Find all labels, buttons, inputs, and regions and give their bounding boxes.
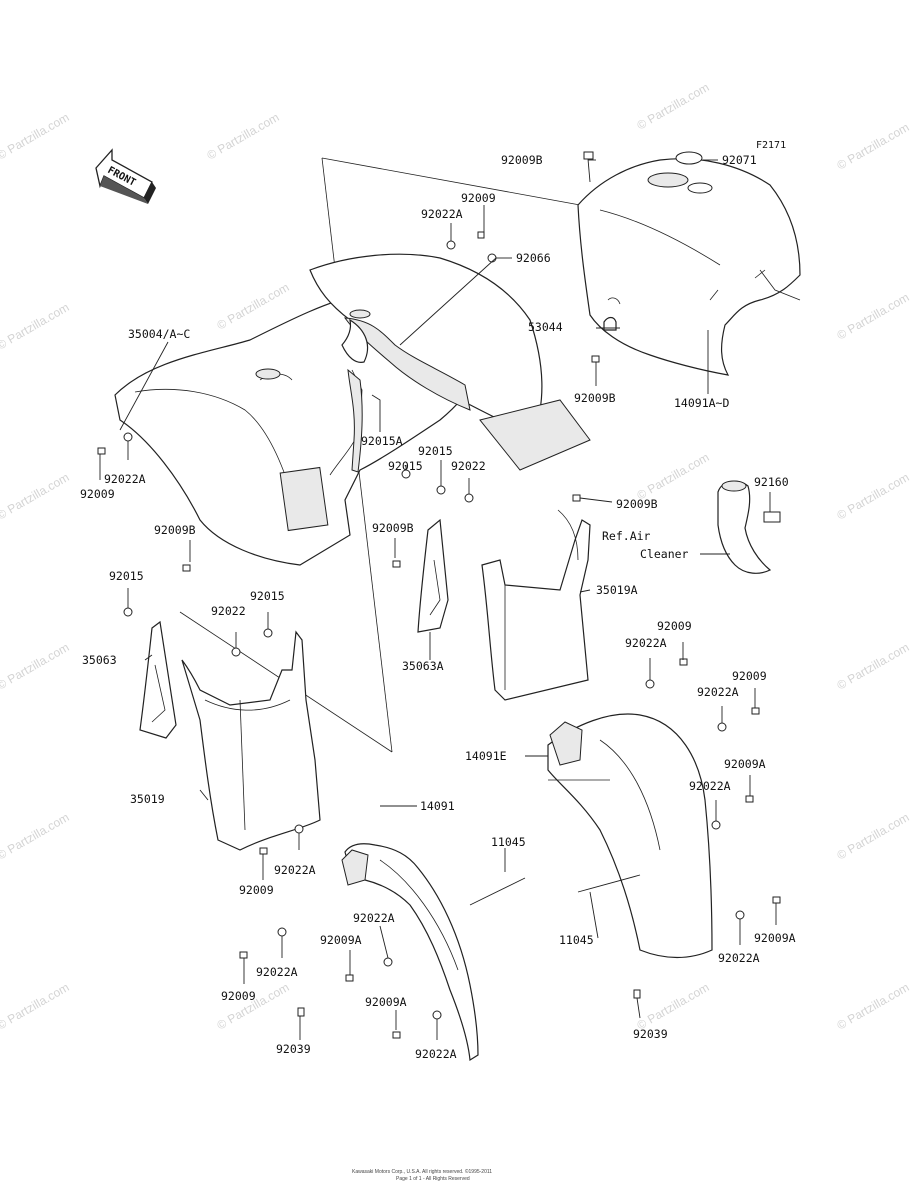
part-label: 92039	[633, 1027, 668, 1041]
watermark: © Partzilla.com	[0, 980, 72, 1033]
watermark: © Partzilla.com	[205, 110, 282, 163]
stay-11045-top	[469, 877, 526, 906]
ref-label: Cleaner	[640, 547, 689, 561]
part-label: 35063A	[402, 659, 444, 673]
watermark: © Partzilla.com	[835, 810, 912, 863]
part-label: 14091	[420, 799, 455, 813]
watermark: © Partzilla.com	[0, 810, 72, 863]
part-label: 11045	[491, 835, 526, 849]
part-label: 92022A	[625, 636, 667, 650]
part-label: 92022A	[415, 1047, 457, 1061]
watermark: © Partzilla.com	[215, 980, 292, 1033]
part-label: 14091E	[465, 749, 507, 763]
part-label: 92015	[250, 589, 285, 603]
rear-fender-35004	[114, 294, 475, 566]
part-label: 35063	[82, 653, 117, 667]
tank-cover-14091A-D	[577, 158, 801, 376]
ref-label: Ref.Air	[602, 529, 651, 543]
part-label: 92015	[418, 444, 453, 458]
part-label: 92009B	[154, 523, 196, 537]
part-label: 92009A	[754, 931, 796, 945]
part-label: 92022A	[697, 685, 739, 699]
rear-fender-upper	[309, 253, 591, 471]
part-label: 92022A	[421, 207, 463, 221]
part-label: 35019A	[596, 583, 638, 597]
part-label: 92009B	[372, 521, 414, 535]
part-label: 92022A	[689, 779, 731, 793]
part-label: 92066	[516, 251, 551, 265]
watermark: © Partzilla.com	[635, 450, 712, 503]
part-label: 92022	[451, 459, 486, 473]
side-fender-14091E	[547, 713, 713, 959]
guard-35063A	[417, 518, 449, 633]
splash-guard-35019	[181, 630, 321, 851]
stay-92015A	[347, 368, 363, 473]
part-label: 92009	[80, 487, 115, 501]
part-label: 92009	[657, 619, 692, 633]
part-label: 92015A	[361, 434, 403, 448]
front-arrow-icon: FRONT	[95, 148, 156, 204]
clip-53044-icon	[603, 316, 617, 331]
watermark: © Partzilla.com	[635, 80, 712, 133]
part-label: 92022A	[256, 965, 298, 979]
watermark: © Partzilla.com	[835, 640, 912, 693]
part-label: 92160	[754, 475, 789, 489]
part-label: 92022	[211, 604, 246, 618]
part-label: 92009B	[574, 391, 616, 405]
watermark: © Partzilla.com	[0, 300, 72, 353]
air-cleaner-duct	[717, 480, 781, 574]
stay-11045-right	[577, 874, 641, 893]
part-label: 92009B	[616, 497, 658, 511]
part-label: 92022A	[353, 911, 395, 925]
leader-lines	[99, 159, 777, 1040]
figure-code: F2171	[756, 140, 786, 151]
fender-cap-icon	[255, 368, 281, 380]
splash-guard-35019A	[481, 509, 591, 701]
part-label: 53044	[528, 320, 563, 334]
part-label: 35004/A~C	[128, 327, 190, 341]
grommet-92071-icon	[675, 151, 703, 165]
part-label: 92009	[732, 669, 767, 683]
pad-92160-icon	[763, 511, 781, 523]
part-label: 92009B	[501, 153, 543, 167]
tank-opening-icon	[647, 172, 689, 188]
inner-fender-14091	[341, 843, 479, 1062]
part-label: 14091A~D	[674, 396, 729, 410]
watermark: © Partzilla.com	[835, 980, 912, 1033]
part-labels: 92009B 92071 92009 92022A 92066 35004/A~…	[80, 153, 796, 1061]
copyright-line: Page 1 of 1 - All Rights Reserved	[396, 1176, 470, 1182]
part-label: 92015	[388, 459, 423, 473]
watermark: © Partzilla.com	[835, 120, 912, 173]
part-label: 92009A	[365, 995, 407, 1009]
part-label: 92009	[239, 883, 274, 897]
part-label: 92009A	[724, 757, 766, 771]
watermark: © Partzilla.com	[635, 980, 712, 1033]
part-label: 92009	[461, 191, 496, 205]
part-label: 92015	[109, 569, 144, 583]
part-label: 92071	[722, 153, 757, 167]
part-label: 92009	[221, 989, 256, 1003]
watermark: © Partzilla.com	[835, 290, 912, 343]
fender-vent-icon	[279, 466, 329, 532]
watermark: © Partzilla.com	[835, 470, 912, 523]
bolt-92009B-icon	[583, 151, 594, 183]
watermark: © Partzilla.com	[0, 110, 72, 163]
part-label: 92009A	[320, 933, 362, 947]
part-label: 35019	[130, 792, 165, 806]
tank-cap-icon	[687, 182, 713, 194]
part-label: 92022A	[104, 472, 146, 486]
copyright-line: Kawasaki Motors Corp., U.S.A. All rights…	[352, 1168, 492, 1175]
part-label: 92022A	[274, 863, 316, 877]
part-label: 92022A	[718, 951, 760, 965]
watermark: © Partzilla.com	[0, 640, 72, 693]
part-label: 92039	[276, 1042, 311, 1056]
part-label: 11045	[559, 933, 594, 947]
watermark: © Partzilla.com	[0, 470, 72, 523]
